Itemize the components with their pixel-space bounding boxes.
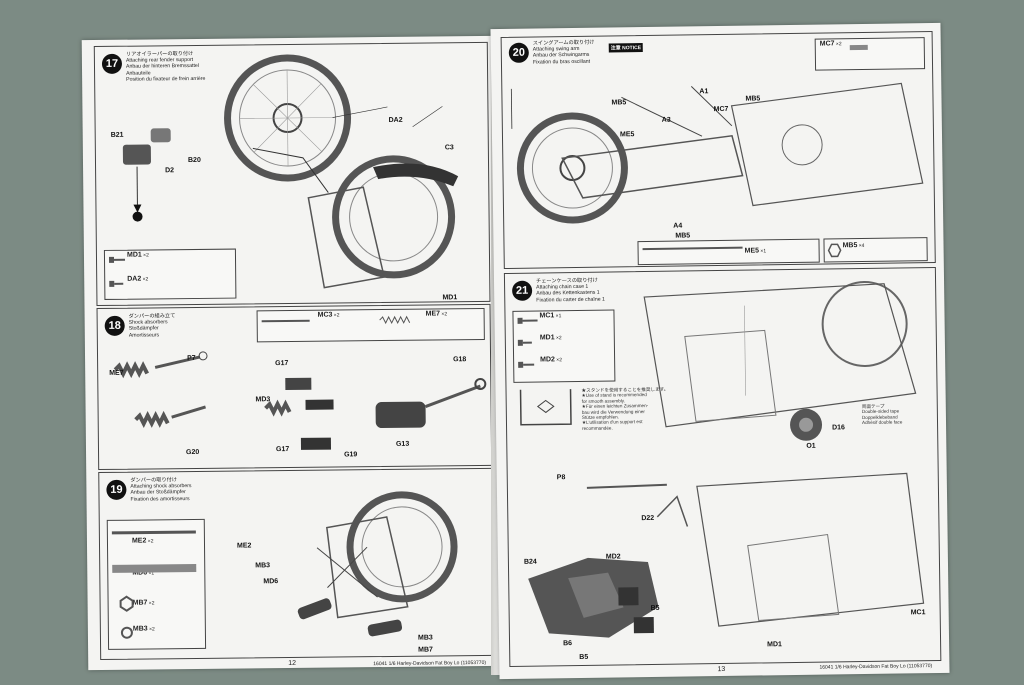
step-21-title: チェーンケースの取り付け Attaching chain case 1 Anba… [535,277,605,304]
page-number: 12 [288,659,297,668]
part-label: A4 [673,222,683,230]
part-label: C3 [444,144,454,152]
legend-row: MD2 ×2 [540,356,563,364]
step-21-frame-upper-drawing [643,280,917,441]
part-label: D22 [641,514,655,523]
shaft-icon [642,246,743,251]
part-label: G19 [344,451,358,459]
part-label: A3 [661,116,671,124]
part-label: MB5 [611,99,627,107]
part-label: B20 [187,156,201,165]
part-label: B6 [563,640,573,648]
legend-row: MC1 ×1 [539,312,562,320]
page-footer: 16041 1/6 Harley-Davidson Fat Boy Lo (11… [819,663,933,671]
part-label: ME2 [236,542,252,550]
part-label: MB3 [417,634,433,642]
step-18-shock-absorber-drawing [113,351,487,450]
legend-row: MC7 ×2 [819,40,842,48]
step-17-rear-wheel-drawing [224,54,459,289]
part-label: MB3 [255,562,271,570]
part-label: MD1 [442,294,458,302]
instruction-booklet: 17 リアオイラーパーの取り付け Attaching rear fender s… [75,20,950,680]
step-20-mc7-legend: MC7 ×2 [814,37,926,71]
stand-drawing [519,389,572,426]
part-label: D16 [832,424,845,432]
part-label: DA2 [388,116,403,124]
step-17-parts-legend: MD1 ×2 DA2 ×2 [103,248,237,300]
screw-icon [108,256,126,287]
part-label: MD3 [255,396,271,404]
legend-row: MD1 ×2 [539,334,562,342]
page-footer: 16041 1/6 Harley-Davidson Fat Boy Lo (11… [373,659,487,668]
part-label: A1 [699,88,709,96]
part-label: G13 [395,440,410,448]
right-page: 20 スイングアームの取り付け Attaching swing arm Anba… [490,22,950,680]
nut-icon [827,243,842,258]
part-label: G20 [186,448,200,457]
part-label: P8 [556,474,566,482]
screw-icons [517,317,538,368]
step-18-number: 18 [104,315,125,336]
step-17-caliper-drawing [122,128,171,222]
part-label: MC7 [713,105,729,114]
step-19-number: 19 [106,479,127,500]
pipe-icon [849,44,868,51]
part-label: G18 [453,356,467,364]
legend-row: ME5 ×1 [744,247,767,255]
part-label: G17 [275,446,290,454]
notice-badge: 注意 NOTICE [608,43,644,53]
step-18-title: ダンパーの組み立て Shock absorbers Stoßdämpfer Am… [128,313,176,339]
step-19-parts-legend: ME2 ×2 MD6 ×1 MB7 ×2 MB3 ×2 [106,518,207,650]
legend-row: MB5 ×4 [842,242,865,250]
step-19-title: ダンパーの取り付け Attaching shock absorbers Anba… [130,477,192,503]
step-21-number: 21 [512,280,533,301]
tape-label: 両面テープ Double-sided tape Doppelklebeband … [861,403,903,426]
part-label: O1 [806,442,816,450]
step-18-parts-legend: MC3 ×2 ME7 ×2 [256,307,485,343]
part-label: ME5 [619,131,635,139]
step-20-nut-legend: MB5 ×4 [823,237,928,263]
part-label: D2 [165,167,175,175]
part-label: MB7 [418,646,433,654]
part-label: MD2 [605,553,621,561]
step-17-number: 17 [101,53,123,74]
step-21-parts-legend: MC1 ×1 MD1 ×2 MD2 ×2 [512,309,616,383]
part-label: B21 [110,131,124,139]
part-label: P7 [187,354,196,363]
part-label: ME7 [109,369,124,377]
hardware-icons [111,530,197,639]
part-label: MC1 [910,609,926,617]
step-19-rear-assembly-drawing [297,491,458,637]
part-label: G17 [275,360,289,368]
part-label: MD6 [263,578,279,586]
left-page: 17 リアオイラーパーの取り付け Attaching rear fender s… [81,35,499,671]
part-label: MB5 [675,232,691,240]
legend-row: MD1 ×2 [126,251,149,259]
part-label: B5 [650,604,660,612]
part-label: B5 [579,653,589,661]
legend-row: DA2 ×2 [127,275,149,283]
part-label: MB5 [745,95,761,103]
step-20-swing-arm-drawing [510,82,924,224]
page-number: 13 [717,665,726,674]
bolt-icon [261,315,411,325]
step-21-chain-case-drawing [528,472,925,638]
part-label: B24 [523,558,537,566]
part-label: MD1 [767,641,782,649]
step-20-shaft-legend: ME5 ×1 [637,238,820,266]
